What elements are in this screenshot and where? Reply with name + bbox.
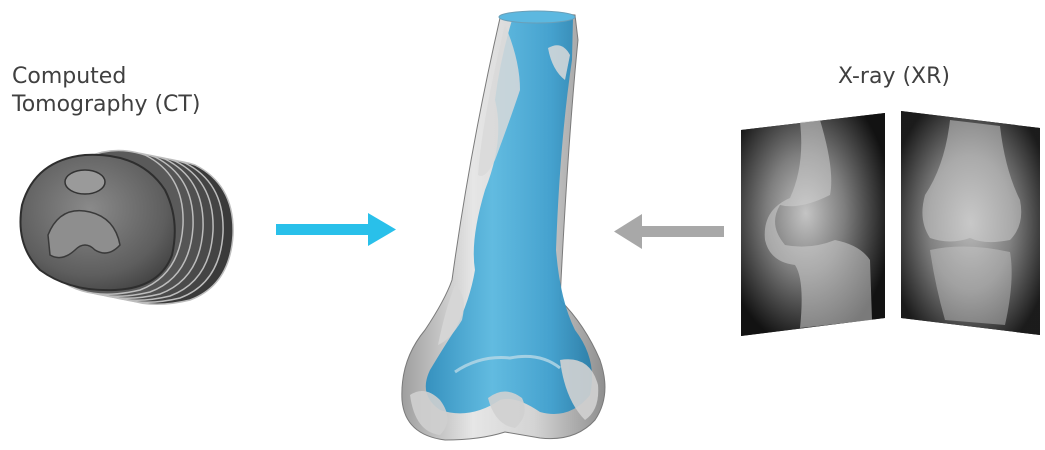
femur-bone-model-icon: [402, 11, 605, 440]
knee-xray-ap-icon: [901, 111, 1040, 335]
ct-arrow-icon: [276, 213, 396, 246]
xr-arrow-icon: [614, 214, 724, 249]
ct-slice-stack-icon: [20, 151, 233, 305]
knee-xray-lateral-icon: [741, 113, 885, 336]
